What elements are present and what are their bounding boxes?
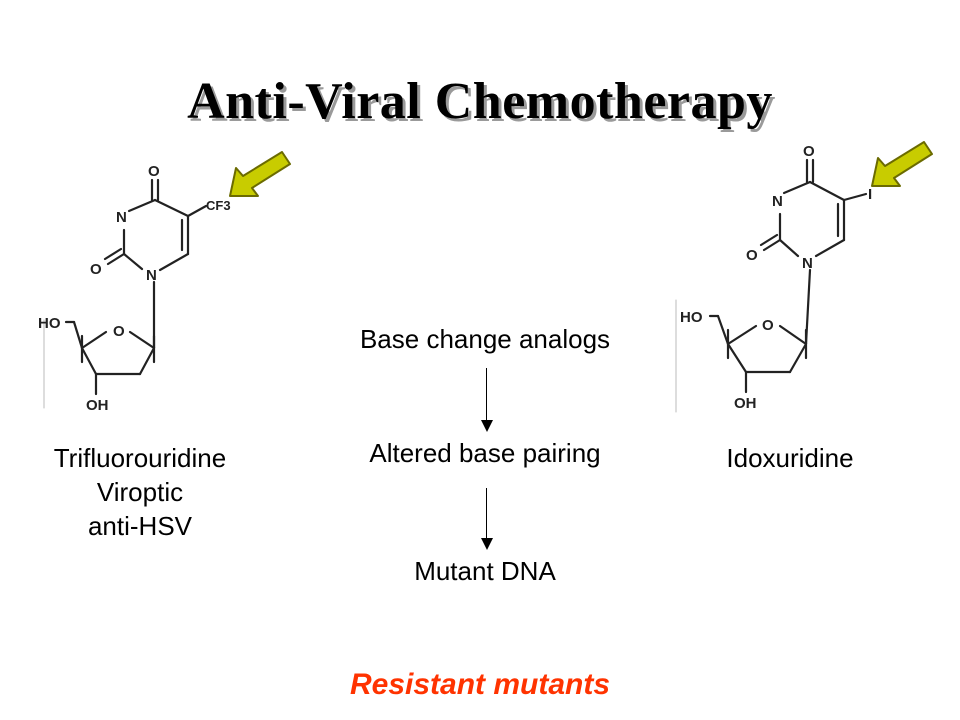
right-compound-name: Idoxuridine bbox=[726, 443, 854, 473]
atom-oh: OH bbox=[734, 395, 757, 412]
atom-n3: N bbox=[772, 193, 783, 210]
atom-n1: N bbox=[146, 267, 157, 284]
flow-step-3: Mutant DNA bbox=[414, 556, 556, 586]
atom-ho: HO bbox=[38, 315, 61, 332]
left-compound-name: Trifluorouridine bbox=[53, 443, 227, 473]
flow-step-2: Altered base pairing bbox=[369, 438, 601, 468]
slide-title: Anti-Viral Chemotherapy bbox=[187, 73, 773, 130]
atom-o-top: O bbox=[803, 143, 815, 160]
arrow-pointer-left-icon bbox=[229, 151, 291, 197]
trifluorouridine-structure: O N O N CF3 HO O OH bbox=[38, 163, 231, 414]
atom-cf3: CF3 bbox=[206, 198, 231, 213]
atom-o2: O bbox=[90, 261, 102, 278]
atom-o-top: O bbox=[148, 163, 160, 180]
flow-arrow-1-shaft bbox=[486, 368, 487, 422]
conclusion-text: Resistant mutants bbox=[349, 668, 611, 701]
atom-ring-o: O bbox=[113, 323, 125, 340]
atom-n1: N bbox=[802, 255, 813, 272]
atom-o2: O bbox=[746, 247, 758, 264]
atom-oh: OH bbox=[86, 397, 109, 414]
flow-arrow-2-head-icon bbox=[481, 538, 493, 550]
arrow-pointer-right-icon bbox=[871, 141, 933, 187]
flow-arrow-2-shaft bbox=[486, 488, 487, 540]
idoxuridine-structure: O N O N I HO O OH bbox=[675, 143, 872, 413]
atom-iodo: I bbox=[868, 186, 872, 203]
left-compound-use: anti-HSV bbox=[87, 511, 193, 541]
left-compound-brand: Viroptic bbox=[96, 477, 184, 507]
flow-arrow-1-head-icon bbox=[481, 420, 493, 432]
atom-ho: HO bbox=[680, 309, 703, 326]
atom-ring-o: O bbox=[762, 317, 774, 334]
right-compound-label: Idoxuridine bbox=[680, 441, 900, 475]
left-compound-label: Trifluorouridine Viroptic anti-HSV bbox=[20, 441, 260, 543]
flow-step-1: Base change analogs bbox=[359, 324, 611, 354]
atom-n3: N bbox=[116, 209, 127, 226]
